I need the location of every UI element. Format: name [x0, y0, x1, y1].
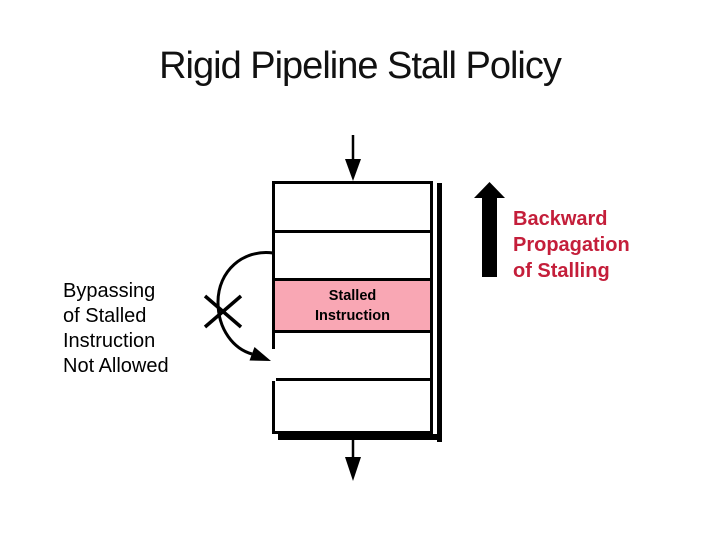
box-shadow-bottom	[278, 434, 442, 440]
pipeline-stage-cell-4	[275, 330, 430, 378]
backward-propagation-up-arrow-icon	[474, 182, 505, 277]
down-arrow-top-icon	[345, 135, 361, 181]
bypass-curved-arrow-icon	[216, 251, 274, 361]
stalled-instruction-cell: Stalled Instruction	[275, 278, 430, 330]
pipeline-stage-cell-2	[275, 230, 430, 278]
pipeline-register-stack: Stalled Instruction	[272, 181, 433, 434]
pipeline-stage-cell-1	[275, 184, 430, 230]
bypassing-not-allowed-caption: Bypassing of Stalled Instruction Not All…	[63, 280, 169, 377]
not-allowed-x-icon	[203, 294, 243, 329]
slide-title: Rigid Pipeline Stall Policy	[159, 45, 562, 87]
backward-propagation-caption: Backward Propagation of Stalling	[513, 208, 630, 282]
stalled-instruction-label: Stalled Instruction	[315, 287, 390, 324]
down-arrow-bottom-icon	[345, 434, 361, 481]
box-shadow-right	[437, 183, 442, 442]
left-border-gap	[270, 349, 276, 381]
pipeline-stage-cell-5	[275, 378, 430, 431]
